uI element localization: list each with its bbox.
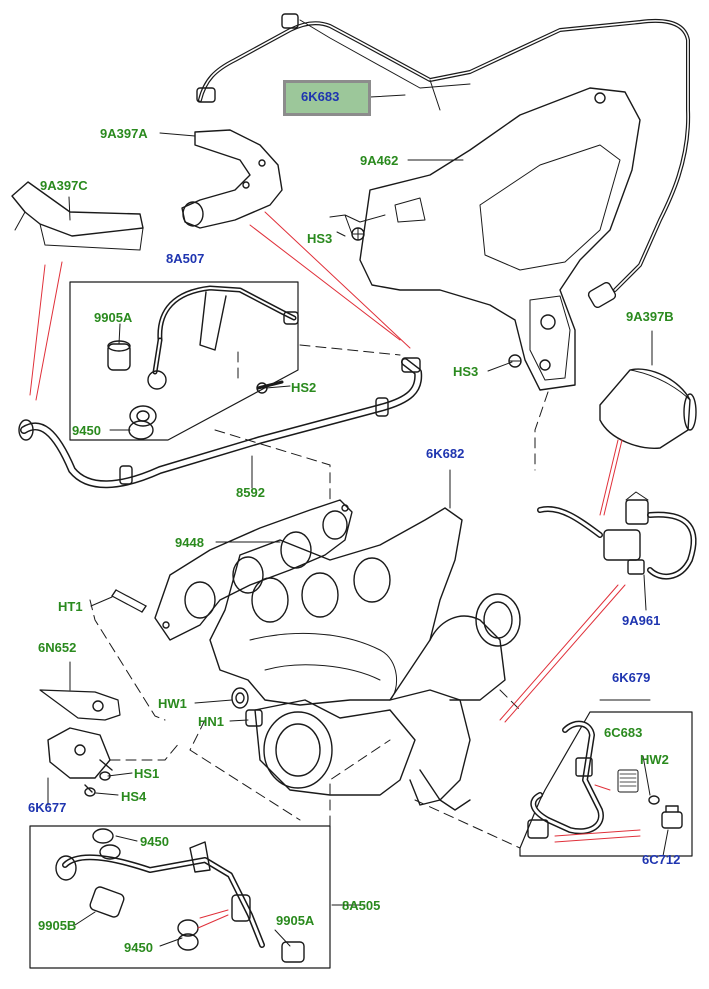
heat-shield-9a462 [359,87,641,391]
label-9450-upper[interactable]: 9450 [72,423,101,438]
label-9905a-lower[interactable]: 9905A [276,913,315,928]
label-6k683[interactable]: 6K683 [301,89,340,104]
label-8a507[interactable]: 8A507 [166,251,205,266]
pipe-8592 [18,357,423,489]
vacuum-pipe-6k683 [196,13,691,309]
bracket-9a397c [11,181,144,251]
assembly-box-8a505 [29,825,331,969]
label-9a397b[interactable]: 9A397B [626,309,674,324]
leader-lines [47,94,669,947]
nut-hn1 [245,709,263,727]
oil-feed-6k677 [39,689,121,797]
assembly-box-6k679 [519,711,693,857]
label-hs4[interactable]: HS4 [121,789,147,804]
red-guides [29,211,641,929]
label-ht1[interactable]: HT1 [58,599,83,614]
washer-hw1 [231,687,249,709]
label-6c712[interactable]: 6C712 [642,852,681,867]
label-9448[interactable]: 9448 [175,535,204,550]
label-9a397c[interactable]: 9A397C [40,178,88,193]
highlight-box-6k683 [283,80,371,116]
heat-sleeve-9a397b [599,368,697,449]
label-9905a-upper[interactable]: 9905A [94,310,133,325]
label-6c683[interactable]: 6C683 [604,725,643,740]
assembly-box-8a507 [69,281,299,441]
label-9a397a[interactable]: 9A397A [100,126,148,141]
stud-ht1 [111,589,147,613]
label-6k679[interactable]: 6K679 [612,670,651,685]
label-8592[interactable]: 8592 [236,485,265,500]
label-hs3-lower[interactable]: HS3 [453,364,479,379]
label-9450-mid[interactable]: 9450 [140,834,169,849]
label-9a462[interactable]: 9A462 [360,153,399,168]
label-hw1[interactable]: HW1 [158,696,187,711]
label-9a961[interactable]: 9A961 [622,613,661,628]
label-hs2[interactable]: HS2 [291,380,317,395]
manifold-6k682 [209,507,463,706]
dashed-guides [89,344,549,849]
bolt-hs3-upper [351,227,365,241]
label-6k677[interactable]: 6K677 [28,800,67,815]
label-hs1[interactable]: HS1 [134,766,160,781]
label-9905b[interactable]: 9905B [38,918,77,933]
valve-9a961 [537,491,697,580]
label-hw2[interactable]: HW2 [640,752,669,767]
label-6n652[interactable]: 6N652 [38,640,77,655]
gasket-9448 [154,499,353,641]
label-8a505[interactable]: 8A505 [342,898,381,913]
label-hn1[interactable]: HN1 [198,714,225,729]
turbo-housing [254,593,521,811]
bolt-hs3-lower [508,354,522,368]
label-hs3-upper[interactable]: HS3 [307,231,333,246]
label-9450-lower[interactable]: 9450 [124,940,153,955]
bracket-9a397a [181,129,283,229]
label-6k682[interactable]: 6K682 [426,446,465,461]
